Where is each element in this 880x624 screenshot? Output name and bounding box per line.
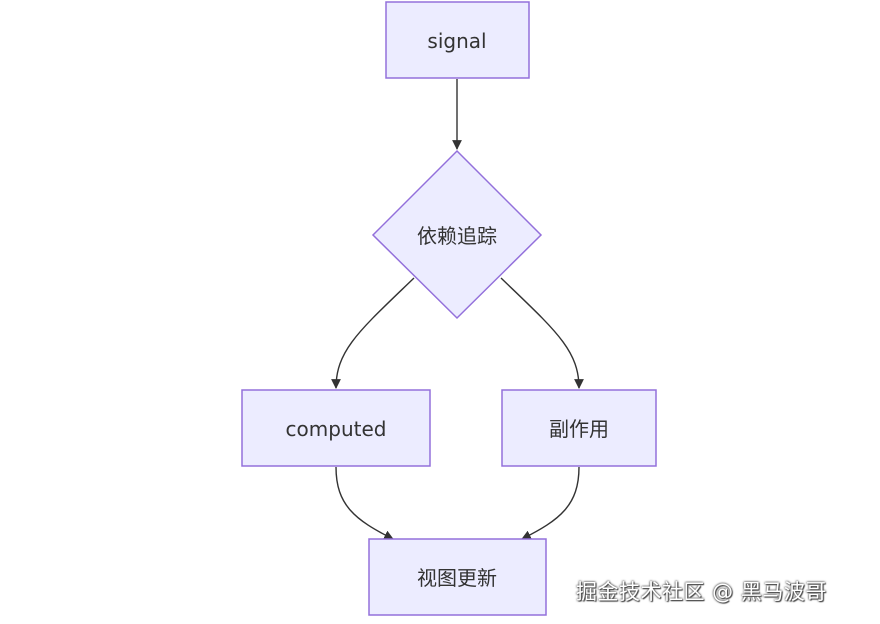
node-signal: signal <box>385 1 530 79</box>
node-signal-label: signal <box>427 29 486 53</box>
node-tracking: 依赖追踪 <box>371 149 543 320</box>
node-tracking-label: 依赖追踪 <box>417 224 497 248</box>
node-view-update-label: 视图更新 <box>417 566 497 590</box>
node-side-effect-label: 副作用 <box>549 417 609 441</box>
node-computed: computed <box>241 389 431 467</box>
edge-tracking-to-side-effect <box>500 277 584 389</box>
node-view-update: 视图更新 <box>368 538 547 616</box>
edge-tracking-to-computed <box>331 277 415 389</box>
watermark: 掘金技术社区 @ 黑马波哥 <box>576 580 827 604</box>
node-computed-label: computed <box>286 417 387 441</box>
node-side-effect: 副作用 <box>501 389 657 467</box>
edge-computed-to-view-update <box>335 466 394 540</box>
edge-side-effect-to-view-update <box>521 466 580 540</box>
